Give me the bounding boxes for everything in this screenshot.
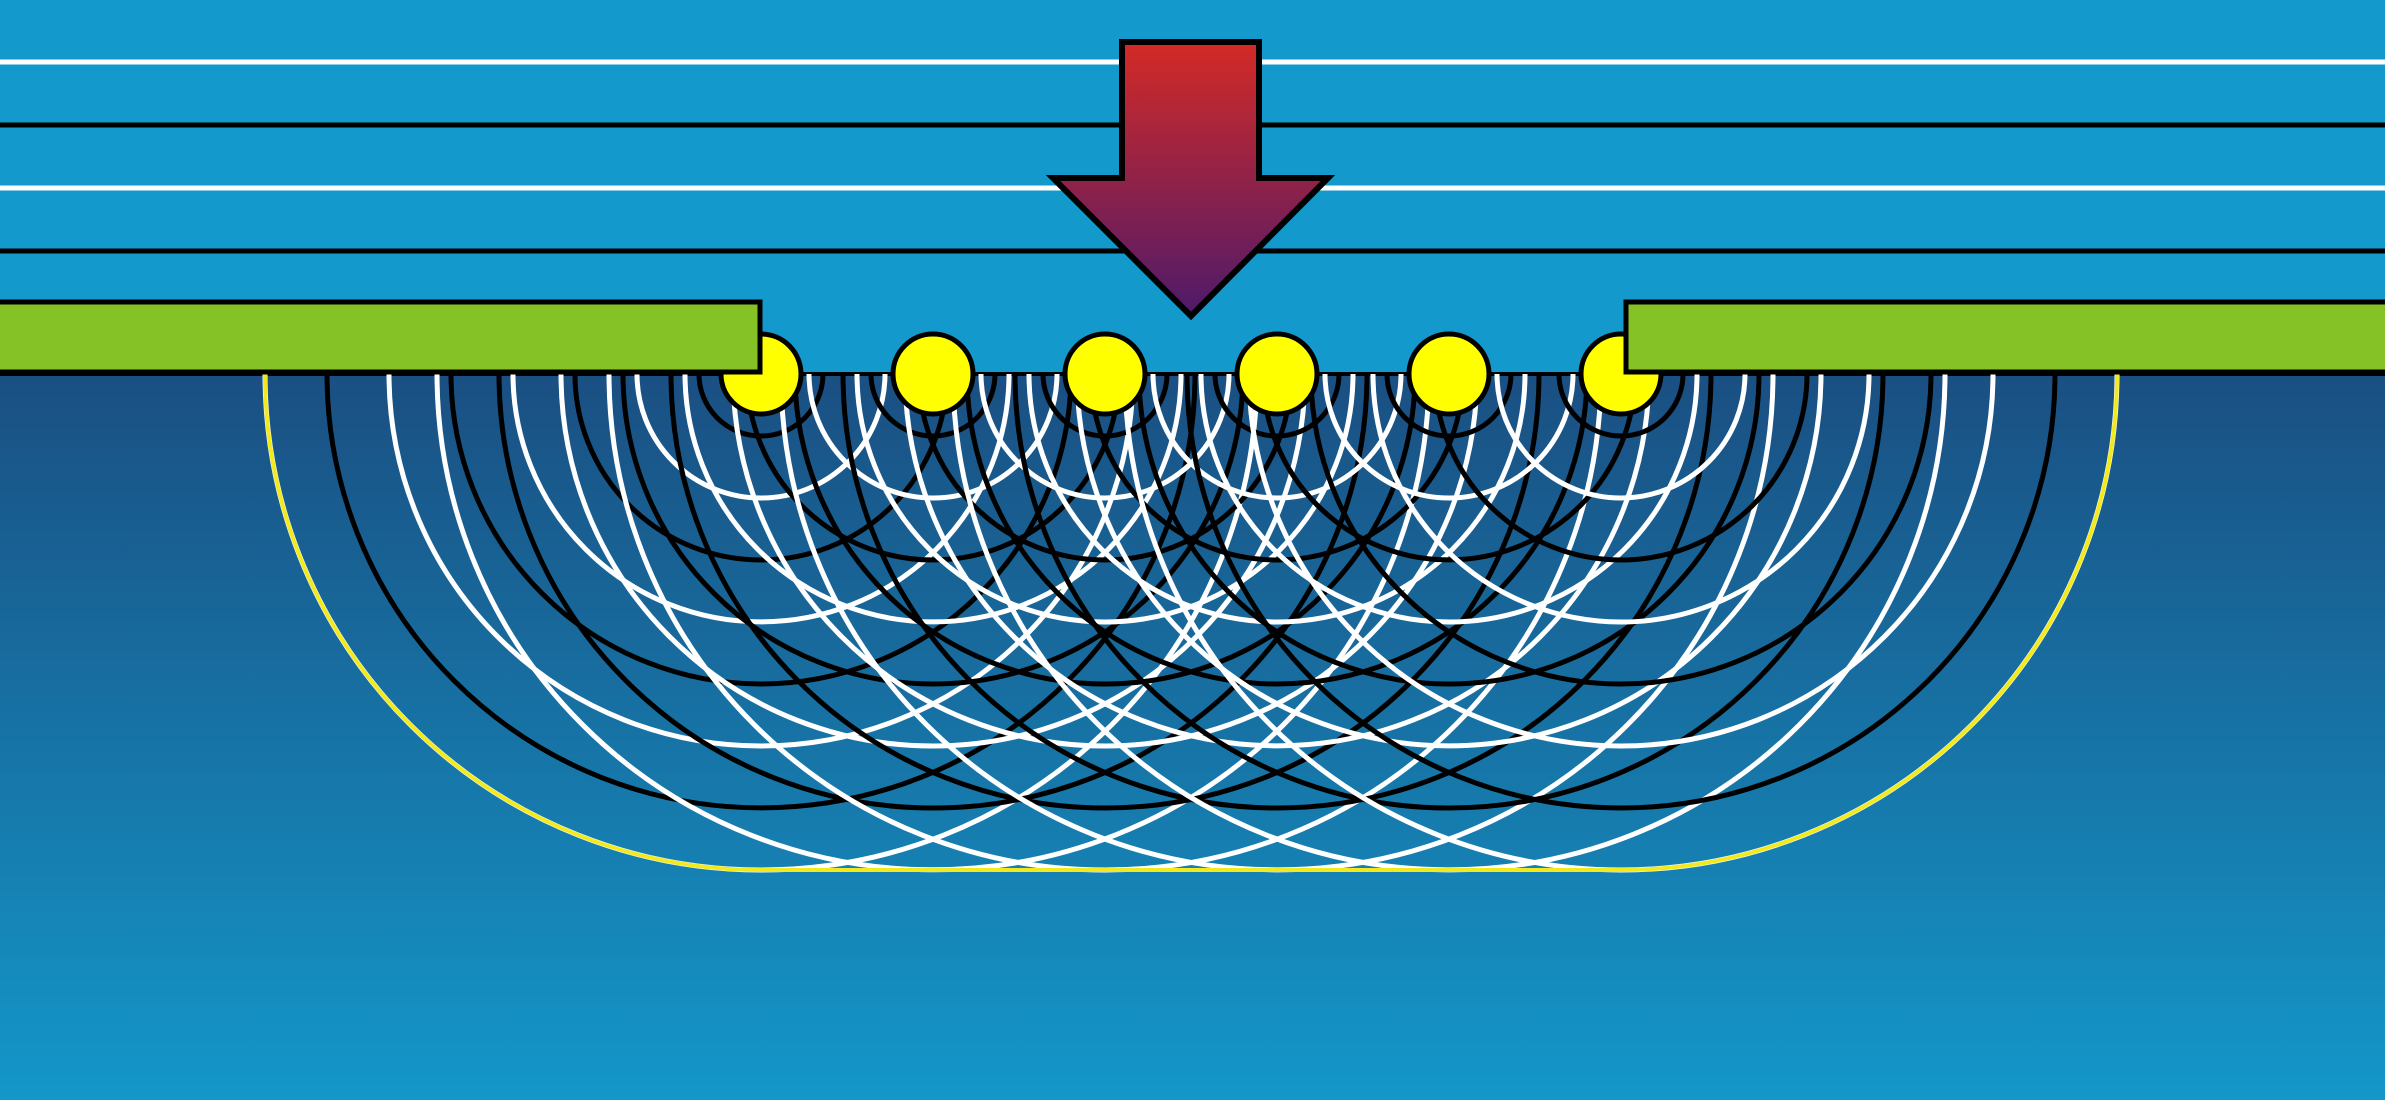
crest-wavelet-arc [902, 374, 1652, 749]
wavelet-source-2 [890, 331, 976, 417]
trough-wavelet-arc [1384, 374, 1514, 439]
trough-wavelet-arc [448, 374, 1074, 687]
trough-wavelet-arc [964, 374, 1590, 687]
propagation-arrow-icon [1045, 39, 1336, 321]
crest-wavelet-arc [1074, 374, 1824, 749]
wavelet-source-3 [1062, 331, 1148, 417]
trough-wavelet-arc [1136, 374, 1762, 687]
trough-wavelet-arc [1184, 374, 2058, 811]
trough-wavelet-arc [572, 374, 950, 563]
trough-wavelet-arc [744, 374, 1122, 563]
crest-wavelet-arc [806, 374, 1060, 501]
crest-wavelet-arc [1322, 374, 1576, 501]
crest-wavelet-arc [978, 374, 1232, 501]
trough-wavelet-arc [1556, 374, 1686, 439]
crest-wavelet-arc [730, 374, 1480, 749]
crest-wavelet-arc [1150, 374, 1404, 501]
wave-envelope [263, 373, 2119, 872]
trough-wavelet-arc [1260, 374, 1638, 563]
wavelet-source-5 [1406, 331, 1492, 417]
trough-wavelet-arc [1012, 374, 1886, 811]
wavelet-source-4 [1234, 331, 1320, 417]
trough-wavelet-arc [1432, 374, 1810, 563]
crest-wavelet-arc [558, 374, 1308, 749]
trough-wavelet-arc [792, 374, 1418, 687]
trough-wavelet-arc [696, 374, 826, 439]
trough-wavelet-arc [916, 374, 1294, 563]
right-barrier [1623, 299, 2385, 375]
left-barrier [0, 299, 763, 375]
trough-wavelet-arc [1212, 374, 1342, 439]
trough-wavelet-arc [1040, 374, 1170, 439]
trough-wavelet-arc [620, 374, 1246, 687]
trough-wavelet-arc [1308, 374, 1934, 687]
trough-wavelet-arc [840, 374, 1714, 811]
crest-wavelet-arc [634, 374, 888, 501]
crest-wavelet-arc [1370, 374, 1872, 625]
crest-wavelet-arc [386, 374, 1136, 749]
trough-wavelet-arc [868, 374, 998, 439]
trough-wavelet-arc [1088, 374, 1466, 563]
crest-wavelet-arc [1494, 374, 1748, 501]
crest-wavelet-arc [1246, 374, 1996, 749]
